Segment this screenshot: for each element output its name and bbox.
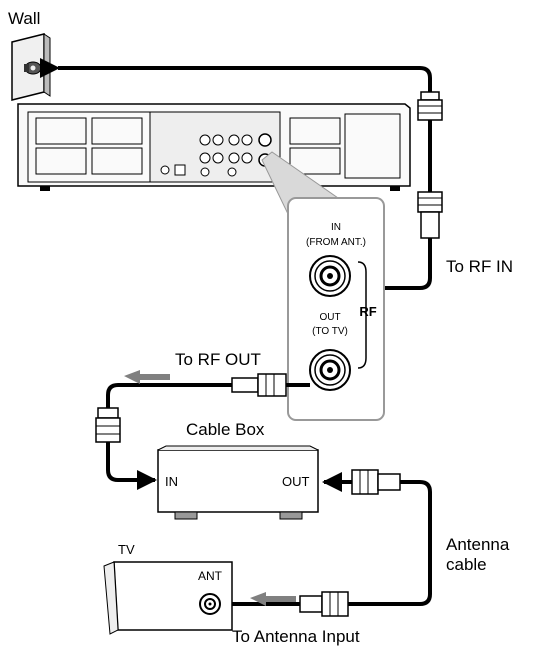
to-rf-in-label: To RF IN — [446, 257, 513, 276]
rf-in-jack-label: IN — [331, 222, 341, 233]
antenna-cable-label-line1: Antenna — [446, 535, 510, 554]
tv-label: TV — [118, 542, 135, 557]
rf-in-jack — [309, 255, 351, 297]
direction-arrow-icon — [124, 370, 170, 384]
wall-outlet-icon — [11, 33, 51, 101]
rf-bracket — [357, 261, 367, 369]
coax-connector-icon — [417, 91, 443, 121]
antenna-cable — [204, 472, 432, 614]
rf-out-jack — [309, 349, 351, 391]
rf-label: RF — [359, 304, 376, 319]
cable-box-label: Cable Box — [186, 420, 265, 439]
coax-connector-icon — [299, 591, 349, 617]
cable-wall-to-rf-in — [40, 58, 432, 290]
from-ant-label: (FROM ANT.) — [306, 237, 366, 248]
tv-ant-jack — [199, 593, 221, 615]
tv-ant-label: ANT — [198, 569, 223, 583]
antenna-cable-label-line2: cable — [446, 555, 487, 574]
to-antenna-input-label: To Antenna Input — [232, 627, 360, 646]
to-rf-out-label: To RF OUT — [175, 350, 261, 369]
coax-connector-icon — [231, 373, 287, 397]
to-tv-jack-label: (TO TV) — [312, 326, 348, 337]
coax-connector-icon — [417, 191, 443, 239]
direction-arrow-icon — [250, 592, 296, 606]
rf-out-jack-label: OUT — [319, 312, 340, 323]
coax-connector-icon — [351, 469, 401, 495]
wall-label: Wall — [8, 9, 40, 28]
cable-box-in-label: IN — [165, 474, 178, 489]
recorder-rear-panel — [17, 103, 411, 191]
coax-connector-icon — [95, 407, 121, 443]
tv — [103, 561, 233, 635]
cable-box-out-label: OUT — [282, 474, 310, 489]
